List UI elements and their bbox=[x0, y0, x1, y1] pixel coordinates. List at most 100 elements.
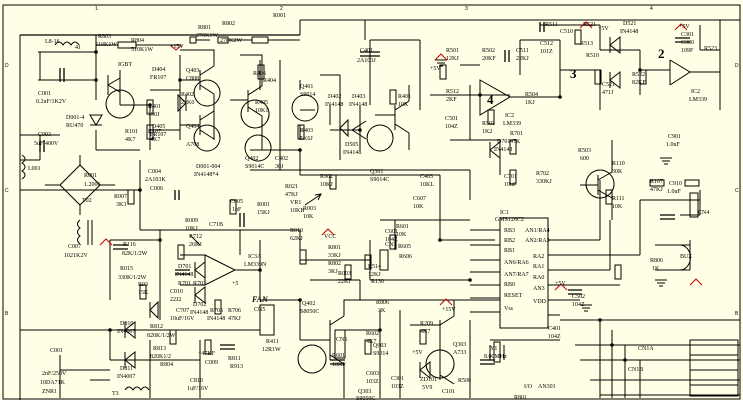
component-label: 20KF bbox=[482, 56, 496, 62]
component-label: CN1B bbox=[628, 367, 643, 373]
component-label: R801 bbox=[328, 245, 341, 251]
component-label: GMS126C2 bbox=[495, 217, 524, 223]
component-label: Q303 bbox=[358, 389, 371, 395]
component-label: R502 bbox=[482, 48, 495, 54]
component-label: R404 bbox=[263, 78, 276, 84]
component-labels: L8-1641R803510K1WR804510K1WR801270K1WR80… bbox=[28, 13, 717, 400]
component-label: R701 bbox=[510, 131, 523, 137]
component-label: R512 bbox=[446, 89, 459, 95]
component-label: Q303 bbox=[453, 342, 466, 348]
component-label: RA1 bbox=[533, 264, 544, 270]
component-label: R913 bbox=[230, 364, 243, 370]
component-label: R503 bbox=[578, 148, 591, 154]
component-label: D810 bbox=[120, 321, 133, 327]
component-label: ZNR1 bbox=[42, 389, 57, 395]
component-label: D404 bbox=[152, 67, 165, 73]
component-label: R015 bbox=[120, 266, 133, 272]
component-label: R521 bbox=[583, 22, 596, 28]
ic2-pin-2: 2 bbox=[658, 46, 665, 61]
component-label: R813 bbox=[153, 346, 166, 352]
zone-row-c: C bbox=[5, 188, 9, 194]
component-label: 1.2006 bbox=[84, 182, 101, 188]
component-label: CN1A bbox=[638, 346, 654, 352]
component-label: R007 bbox=[114, 194, 127, 200]
ic2-pin-3: 3 bbox=[570, 66, 577, 81]
component-label: IN4148 bbox=[207, 316, 225, 322]
component-label: C101 bbox=[442, 389, 455, 395]
component-label: R405 bbox=[255, 100, 268, 106]
component-label: 26KJ bbox=[189, 242, 202, 248]
component-label: 2KF bbox=[446, 97, 457, 103]
component-label: D001-004 bbox=[196, 164, 220, 170]
component-label: 30K bbox=[612, 169, 623, 175]
component-label: 22KJ bbox=[516, 56, 529, 62]
component-label: R501 bbox=[446, 48, 459, 54]
component-label: BUZ bbox=[680, 254, 692, 260]
red-annotations bbox=[99, 21, 703, 306]
zone-col-4: 4 bbox=[650, 6, 653, 12]
component-label: 62KJ bbox=[290, 236, 303, 242]
component-label: R513 bbox=[580, 41, 593, 47]
component-label: IN4148 bbox=[620, 29, 638, 35]
component-label: 8.00MHz bbox=[484, 354, 507, 360]
component-label: 3K3 bbox=[116, 202, 126, 208]
component-label: R021 bbox=[285, 184, 298, 190]
component-label: R606 bbox=[399, 254, 412, 260]
component-label: 2nF/250V bbox=[42, 371, 67, 377]
component-label: R111 bbox=[612, 196, 625, 202]
component-label: R101 bbox=[125, 129, 138, 135]
component-label: IN4148 bbox=[343, 150, 361, 156]
component-label: 1K2 bbox=[482, 129, 492, 135]
component-label: R403 bbox=[300, 128, 313, 134]
component-label: R504 bbox=[525, 92, 538, 98]
component-label: 1KJ bbox=[525, 100, 535, 106]
component-label: +5V bbox=[598, 26, 609, 32]
component-label: S9014 bbox=[300, 92, 315, 98]
component-label: R712 bbox=[189, 234, 202, 240]
component-label: LM339 bbox=[503, 121, 521, 127]
component-label: R401 bbox=[398, 94, 411, 100]
component-label: C607 bbox=[413, 196, 426, 202]
component-label: C004 bbox=[148, 169, 161, 175]
component-label: RB2 bbox=[504, 238, 515, 244]
component-label: R812 bbox=[150, 324, 163, 330]
component-label: C707 bbox=[176, 308, 189, 314]
component-label: 47KJ bbox=[285, 192, 298, 198]
component-label: LM339 bbox=[689, 97, 707, 103]
component-label: C810 bbox=[190, 378, 203, 384]
component-label: 22K0 bbox=[181, 100, 194, 106]
component-label: 12KJ bbox=[446, 56, 459, 62]
component-label: 33KJ bbox=[328, 253, 341, 259]
component-label: 15K bbox=[138, 290, 149, 296]
component-label: R702 bbox=[536, 171, 549, 177]
component-label: 10KJ bbox=[185, 226, 198, 232]
component-label: 820K/1/2W bbox=[147, 333, 176, 339]
component-label: 5K6J bbox=[300, 136, 313, 142]
component-label: 4K7 bbox=[366, 339, 376, 345]
component-label: CN5 bbox=[254, 307, 265, 313]
component-label: IGBT bbox=[118, 62, 132, 68]
component-label: R902 bbox=[320, 174, 333, 180]
component-label: T02 bbox=[82, 198, 92, 204]
component-label: 10K bbox=[303, 214, 314, 220]
component-label: IC3A bbox=[248, 254, 262, 260]
component-label: C71B bbox=[209, 222, 223, 228]
component-label: RB3 bbox=[504, 228, 515, 234]
component-label: 82K/1/2W bbox=[122, 251, 148, 257]
component-label: R503 bbox=[482, 121, 495, 127]
component-label: 1K bbox=[652, 266, 660, 272]
component-label: 12KJ bbox=[368, 272, 381, 278]
component-label: R523 bbox=[704, 46, 717, 52]
component-label: Q404 bbox=[186, 124, 199, 130]
component-label: IC2 bbox=[691, 89, 700, 95]
component-label: 104Z bbox=[445, 124, 458, 130]
component-label: 820K1/2 bbox=[150, 354, 171, 360]
component-label: S9014C bbox=[245, 164, 264, 170]
component-label: VR1 bbox=[290, 200, 301, 206]
component-label: R806 bbox=[650, 258, 663, 264]
component-label: C910 bbox=[669, 181, 682, 187]
component-label: C402 bbox=[275, 156, 288, 162]
component-label: A708 bbox=[186, 142, 199, 148]
